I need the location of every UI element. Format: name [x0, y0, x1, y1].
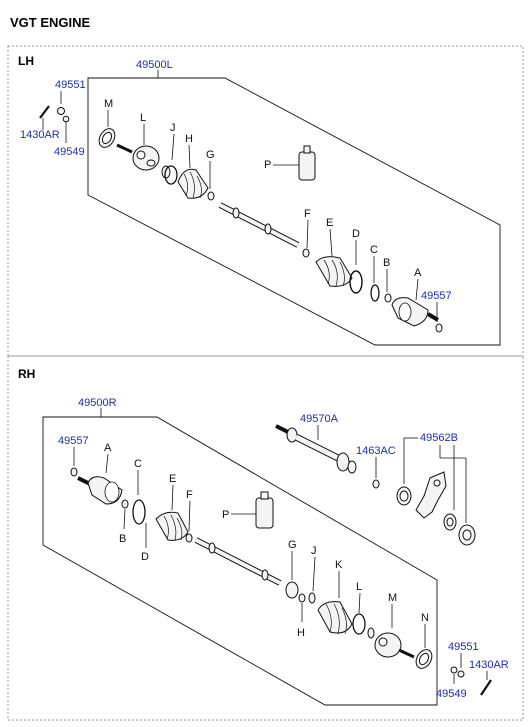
rh-nut: [450, 666, 465, 678]
rh-bearing-seal-left: [396, 486, 412, 506]
rh-drive-shaft: [194, 537, 282, 586]
lh-grease-tube-P: [298, 145, 316, 181]
rh-letter-L: L: [356, 581, 362, 593]
rh-letter-M: M: [388, 592, 397, 604]
lh-assembly-code: 49500L: [136, 59, 173, 71]
rh-snap-ring: [70, 467, 78, 477]
rh-letter-C: C: [134, 458, 142, 470]
rh-clamp-L: [352, 613, 375, 639]
lh-letter-D: D: [352, 228, 360, 240]
rh-assembly-box: [42, 416, 438, 706]
lh-boot-H: [177, 168, 209, 199]
lh-snap-ring: [435, 323, 443, 333]
rh-code-1430ar: 1430AR: [469, 659, 509, 671]
lh-section-frame: [7, 45, 524, 357]
rh-outer-boot-K: [317, 601, 353, 635]
lh-clamp-D: [349, 270, 363, 294]
rh-bearing-seal-mid: [443, 513, 457, 531]
lh-clamp-G: [207, 191, 215, 201]
rh-inner-cv-joint-A: [77, 476, 123, 505]
rh-clamp-F: [185, 533, 193, 543]
rh-circlip-B: [121, 499, 129, 509]
lh-letter-B: B: [383, 257, 390, 269]
lh-letter-P: P: [264, 159, 271, 171]
rh-bearing: [458, 524, 476, 546]
lh-letter-L: L: [140, 112, 146, 124]
rh-code-49551: 49551: [448, 641, 479, 653]
lh-code-49551: 49551: [55, 79, 86, 91]
lh-nut: [57, 107, 70, 123]
rh-code-49549: 49549: [436, 688, 467, 700]
lh-letter-H: H: [185, 133, 193, 145]
lh-clamp-C: [370, 284, 380, 302]
rh-assembly-code: 49500R: [78, 397, 117, 409]
rh-letter-G: G: [288, 539, 297, 551]
rh-letter-K: K: [335, 559, 343, 571]
lh-letter-M: M: [104, 98, 113, 110]
rh-letter-D: D: [141, 551, 149, 563]
lh-letter-E: E: [326, 217, 333, 229]
rh-clamp-H: [298, 593, 306, 603]
rh-bolt: [480, 679, 492, 696]
rh-letter-A: A: [104, 442, 112, 454]
lh-letter-J: J: [170, 122, 176, 134]
rh-inner-boot-E: [155, 511, 189, 541]
rh-section-frame: [7, 355, 524, 721]
rh-letter-J: J: [311, 545, 317, 557]
rh-bearing-bracket: [415, 471, 447, 519]
rh-code-1463ac: 1463AC: [356, 445, 396, 457]
lh-letter-G: G: [206, 149, 215, 161]
lh-assembly-box: [87, 77, 501, 346]
rh-outer-cv-joint-M: [374, 632, 415, 659]
rh-outer-seal-N: [415, 649, 433, 669]
lh-letter-F: F: [304, 208, 311, 220]
lh-code-1430ar: 1430AR: [20, 129, 60, 141]
rh-letter-B: B: [119, 533, 126, 545]
page-title: VGT ENGINE: [10, 15, 91, 30]
lh-section-label: LH: [18, 54, 34, 68]
rh-damper-G: [285, 581, 299, 599]
rh-letter-E: E: [169, 473, 176, 485]
lh-outer-cv-joint-L: [116, 143, 160, 171]
lh-clamp-F: [302, 248, 310, 258]
rh-code-49570a: 49570A: [300, 413, 339, 425]
lh-letter-A: A: [414, 267, 422, 279]
rh-letter-P: P: [222, 509, 229, 521]
lh-inner-cv-joint-A: [391, 297, 440, 327]
lh-drive-shaft: [218, 202, 300, 248]
rh-code-49557: 49557: [58, 435, 89, 447]
lh-code-49557: 49557: [421, 290, 452, 302]
rh-clamp-J: [308, 592, 316, 604]
rh-intermediate-shaft: [275, 424, 357, 474]
lh-outer-seal-M: [98, 128, 116, 148]
rh-section-label: RH: [18, 367, 35, 381]
rh-code-49562b: 49562B: [420, 432, 458, 444]
rh-letter-F: F: [186, 489, 193, 501]
lh-letter-C: C: [370, 244, 378, 256]
lh-inner-boot-E: [315, 256, 353, 287]
rh-letter-N: N: [421, 612, 429, 624]
lh-circlip-B: [384, 293, 392, 303]
lh-bolt: [39, 105, 50, 119]
rh-clamp-C: [132, 499, 146, 525]
rh-grease-tube-P: [255, 491, 274, 529]
rh-letter-H: H: [297, 627, 305, 639]
lh-clamp-J: [161, 165, 178, 185]
lh-code-49549: 49549: [54, 146, 85, 158]
rh-circlip-1463ac: [372, 479, 380, 489]
